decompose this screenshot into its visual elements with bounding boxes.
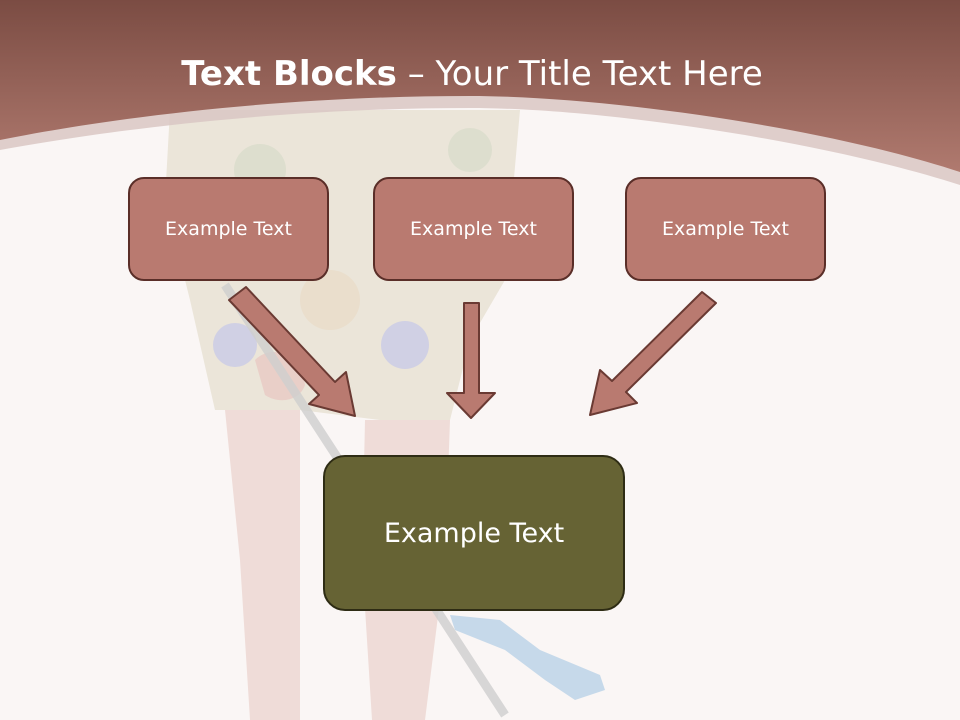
title-dash: – [396,54,436,94]
text-block-left[interactable]: Example Text [128,177,329,281]
text-block-right[interactable]: Example Text [625,177,826,281]
arrow-left-diagonal [228,286,356,417]
text-block-bottom-label: Example Text [383,517,565,549]
slide-title: Text Blocks – Your Title Text Here [0,54,944,94]
text-block-left-label: Example Text [165,218,292,240]
arrow-right-diagonal [589,291,717,416]
text-block-right-label: Example Text [662,218,789,240]
text-block-center-label: Example Text [410,218,537,240]
arrow-center-down [446,302,496,419]
title-rest: Your Title Text Here [435,54,763,94]
title-bold-part: Text Blocks [181,54,397,94]
text-block-center[interactable]: Example Text [373,177,574,281]
text-block-bottom[interactable]: Example Text [323,455,625,611]
header-band [0,0,960,185]
